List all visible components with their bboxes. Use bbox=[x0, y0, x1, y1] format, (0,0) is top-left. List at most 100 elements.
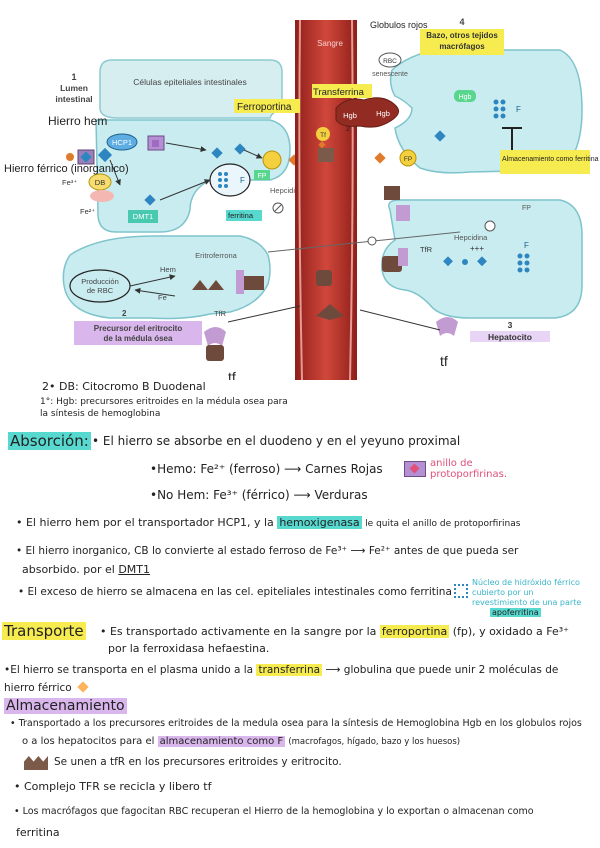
hepcidina-label-1: Hepcidina bbox=[270, 186, 304, 195]
hepatocito-highlight bbox=[470, 331, 550, 342]
tf-complex-icon bbox=[24, 756, 48, 770]
epithelium-arrows bbox=[109, 142, 263, 201]
nucleo-icon bbox=[454, 584, 468, 598]
alm-a3: • Complejo TFR se recicla y libero tf bbox=[14, 780, 212, 793]
iron-metabolism-diagram: Células epiteliales intestinales 1 Lumen… bbox=[4, 17, 599, 380]
alm-a2: Se unen a tfR en los precursores eritroi… bbox=[54, 756, 342, 768]
a1-b-pre: o a los hepatocitos para el bbox=[22, 736, 155, 747]
db-shape bbox=[88, 173, 112, 191]
hem-arrow bbox=[129, 274, 176, 287]
ferritin-dots bbox=[218, 172, 228, 188]
precursor-tf-complex bbox=[192, 270, 264, 294]
a1-b-hl: almacenamiento como F bbox=[157, 736, 286, 747]
hep-fe-2 bbox=[462, 259, 468, 265]
hepatocyte-tfr-label: TfR bbox=[420, 245, 433, 254]
precursor-number: 2 bbox=[122, 309, 127, 318]
lumen-label-2: intestinal bbox=[55, 94, 92, 104]
t2-hl: transferrina bbox=[256, 664, 323, 676]
b2-b-text: absorbido. por el bbox=[22, 563, 115, 576]
fe-diamond-b bbox=[234, 143, 246, 155]
vessel-wall-right bbox=[349, 19, 354, 380]
heme-square bbox=[152, 140, 159, 147]
hgb-macrophage-label: Hgb bbox=[459, 94, 472, 101]
dmt1-pink-shape bbox=[90, 190, 114, 202]
macrophage-fp-circle bbox=[399, 149, 417, 167]
transporte-t2: •El hierro se transporta en el plasma un… bbox=[4, 664, 558, 676]
eritroferrona-label: Eritroferrona bbox=[195, 251, 238, 260]
fe-diamond-a bbox=[211, 147, 223, 159]
macrophage-fp-label: FP bbox=[404, 156, 412, 163]
db-dmt1: Fe³⁺ Fe²⁺ DB DMT1 bbox=[62, 173, 158, 223]
hepatocyte-tf-top bbox=[384, 186, 410, 221]
hw-almacenamiento: Almacenamiento como ferritina bbox=[502, 156, 599, 163]
alm-a4-b: ferritina bbox=[16, 826, 60, 839]
spleen-macrophage: 4 Bazo, otros tejidos macrófagos RBC sen… bbox=[372, 17, 583, 174]
transporte-title-text: Transporte bbox=[2, 622, 86, 640]
almacenamiento-title: Almacenamiento bbox=[4, 698, 127, 714]
precursor-tf-receptor-bottom bbox=[204, 327, 226, 361]
t2-pre: •El hierro se transporta en el plasma un… bbox=[4, 664, 254, 676]
lumen-label-1: Lumen bbox=[60, 83, 88, 93]
hw-ferritina: ferritina bbox=[228, 211, 254, 220]
fe3-label: Fe³⁺ bbox=[62, 178, 77, 187]
hw-tf-right: tf bbox=[440, 353, 448, 369]
hep-fe-3 bbox=[477, 256, 487, 267]
tf-to-precursor-line bbox=[227, 305, 301, 323]
hw-transferrina-bg bbox=[312, 84, 372, 98]
dmt1-label: DMT1 bbox=[133, 212, 153, 221]
fp-box bbox=[254, 170, 270, 180]
rbc-label: RBC bbox=[383, 58, 397, 65]
fe-label: Fe bbox=[158, 293, 167, 302]
fp-label: FP bbox=[258, 173, 267, 180]
hepatocito-number: 3 bbox=[508, 320, 513, 330]
precursor-highlight bbox=[74, 321, 202, 345]
produccion-label-2: de RBC bbox=[87, 286, 114, 295]
t2-b-text: hierro férrico bbox=[4, 682, 72, 694]
hepatocyte-tfr-complex bbox=[382, 248, 408, 272]
precursor-label-2: de la médula ósea bbox=[104, 334, 173, 343]
spleen-number: 4 bbox=[459, 17, 464, 27]
alm-a1-b: o a los hepatocitos para el almacenamien… bbox=[22, 736, 460, 747]
almacenamiento-title-text: Almacenamiento bbox=[4, 698, 127, 714]
vessel-body bbox=[295, 20, 357, 380]
hw-transferrina: Transferrina bbox=[313, 87, 365, 98]
transferrin-molecule-1 bbox=[318, 141, 334, 162]
sangre-label: Sangre bbox=[317, 39, 343, 48]
spleen-title-2: macrófagos bbox=[439, 42, 485, 51]
hgb-label-2: Hgb bbox=[376, 109, 390, 118]
b1-hl: hemoxigenasa bbox=[277, 516, 362, 529]
absorcion-b1: • El hierro hem por el transportador HCP… bbox=[16, 516, 520, 529]
precursor-cell bbox=[62, 235, 271, 320]
apoferritina-text: apoferritina bbox=[490, 608, 541, 617]
hepatocyte-tf-receptor bbox=[436, 317, 458, 336]
b1-pre: • El hierro hem por el transportador HCP… bbox=[16, 516, 274, 529]
alm-a1: • Transportado a los precursores eritroi… bbox=[10, 718, 582, 729]
absorcion-title: Absorción: bbox=[8, 432, 91, 450]
transferrin-molecule-2 bbox=[316, 270, 332, 286]
macrophage-F: F bbox=[516, 105, 521, 114]
t1-pre: • Es transportado activamente en la sang… bbox=[100, 625, 377, 638]
fp-circle bbox=[262, 150, 282, 170]
db-note: 2• DB: Citocromo B Duodenal bbox=[42, 380, 206, 393]
hepatocyte-plus: +++ bbox=[470, 244, 484, 253]
hem-label: Hem bbox=[160, 265, 176, 274]
transporte-title: Transporte bbox=[2, 622, 86, 640]
hw-globulos-rojos: Globulos rojos bbox=[370, 20, 428, 30]
alm-a4: • Los macrófagos que fagocitan RBC recup… bbox=[14, 806, 534, 817]
hepatocyte-F: F bbox=[524, 241, 529, 250]
absorcion-main: • El hierro se absorbe en el duodeno y e… bbox=[92, 434, 461, 448]
tf-label: Tf bbox=[320, 132, 326, 139]
hgb-macrophage bbox=[454, 90, 476, 102]
a1-b-post: (macrofagos, hígado, bazo y los huesos) bbox=[288, 737, 461, 747]
b2-dmt: DMT1 bbox=[118, 563, 150, 576]
lumen-number: 1 bbox=[71, 72, 76, 82]
nucleo-note: Núcleo de hidróxido férrico cubierto por… bbox=[472, 578, 582, 607]
fe-arrow bbox=[134, 287, 176, 297]
hw-ferritina-bg bbox=[226, 210, 262, 221]
hepcidina-inhibit-line-1 bbox=[274, 204, 282, 212]
absorcion-b2-a: • El hierro inorganico, CB lo convierte … bbox=[16, 545, 519, 557]
absorcion-b3: • El exceso de hierro se almacena en las… bbox=[18, 586, 452, 598]
apoferritina-note: apoferritina bbox=[490, 608, 541, 617]
senescent-rbc bbox=[378, 52, 402, 68]
fe2-label: Fe²⁺ bbox=[80, 207, 95, 216]
